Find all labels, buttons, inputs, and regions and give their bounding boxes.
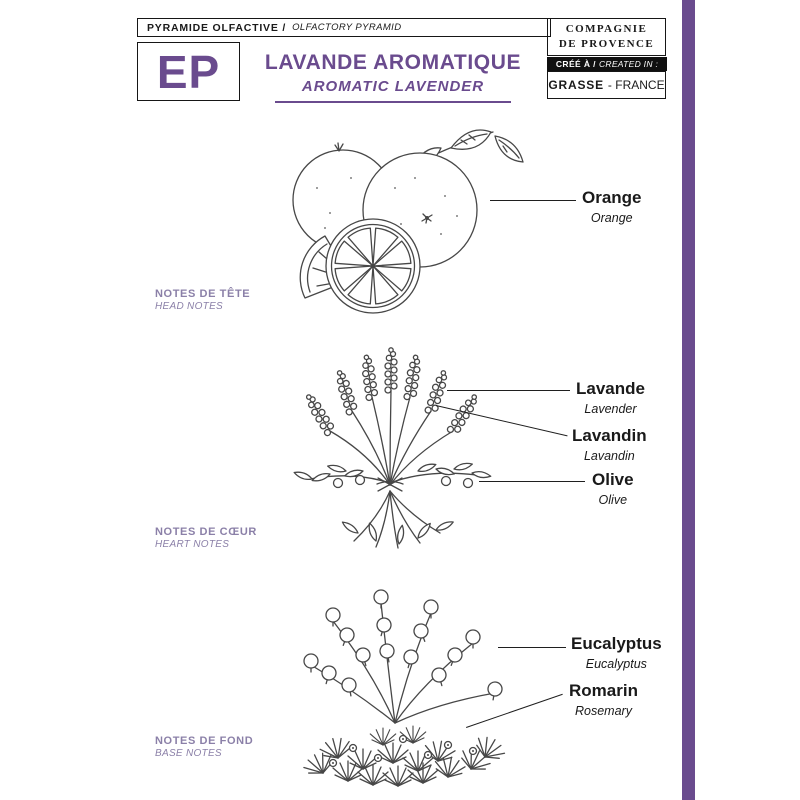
place-city: GRASSE [548,78,604,92]
ingredient-label-olive: Olive Olive [592,470,634,507]
base-notes-label: NOTES DE FOND BASE NOTES [155,735,253,759]
ingredient-name-en: Olive [598,493,628,507]
ingredient-name-fr: Orange [582,188,642,207]
pointer-line-orange [490,200,576,201]
ingredient-label-lavandin: Lavandin Lavandin [572,426,647,463]
brand-logo: COMPAGNIE DE PROVENCE [547,18,666,56]
product-title-block: LAVANDE AROMATIQUE AROMATIC LAVENDER [244,51,542,103]
base-notes-fr: NOTES DE FOND [155,735,254,747]
pointer-line-eucalyptus [498,647,566,648]
brand-line-2: DE PROVENCE [558,38,655,50]
head-notes-fr: NOTES DE TÊTE [155,288,251,300]
brand-line-1: COMPAGNIE [565,23,648,36]
ingredient-name-en: Lavandin [583,449,635,463]
base-notes-en: BASE NOTES [155,748,222,759]
place-country: - FRANCE [607,78,665,92]
ingredient-name-en: Rosemary [575,704,632,718]
pyramid-title-box: PYRAMIDE OLFACTIVE / OLFACTORY PYRAMID [137,18,551,37]
right-accent-bar [682,0,695,800]
eucalyptus-rosemary-illustration [300,589,509,787]
created-in-fr: CRÉÉ À / [555,59,596,69]
ep-logo: EP [156,45,221,98]
lavender-bouquet-illustration [292,347,492,549]
head-notes-label: NOTES DE TÊTE HEAD NOTES [155,288,250,312]
ingredient-name-en: Orange [590,211,633,225]
ingredient-name-fr: Romarin [569,681,638,700]
product-title-fr: LAVANDE AROMATIQUE [264,51,522,74]
ingredient-label-romarin: Romarin Rosemary [569,681,638,718]
heart-notes-en: HEART NOTES [155,539,230,550]
pyramid-title-fr: PYRAMIDE OLFACTIVE / [147,21,287,34]
ingredient-name-en: Eucalyptus [585,657,647,671]
orange-illustration [292,129,524,314]
created-place-box: GRASSE - FRANCE [547,71,666,99]
ingredient-name-fr: Lavande [576,379,645,398]
pointer-line-lavande [447,390,570,391]
pointer-line-olive [479,481,585,482]
ingredient-label-orange: Orange Orange [582,188,642,225]
ingredient-name-fr: Olive [592,470,634,489]
title-underline [275,101,511,103]
created-in-en: CREATED IN : [598,59,659,69]
ingredient-name-fr: Lavandin [572,426,647,445]
product-title-en: AROMATIC LAVENDER [301,78,485,95]
heart-notes-label: NOTES DE CŒUR HEART NOTES [155,526,257,550]
ingredient-name-en: Lavender [584,402,637,416]
ingredient-label-eucalyptus: Eucalyptus Eucalyptus [571,634,662,671]
ingredient-label-lavande: Lavande Lavender [576,379,645,416]
head-notes-en: HEAD NOTES [155,301,224,312]
heart-notes-fr: NOTES DE CŒUR [155,526,257,538]
ep-logo-box: EP [137,42,240,101]
ingredient-name-fr: Eucalyptus [571,634,662,653]
pyramid-title-en: OLFACTORY PYRAMID [292,22,402,33]
created-in-bar: CRÉÉ À / CREATED IN : [547,57,667,71]
